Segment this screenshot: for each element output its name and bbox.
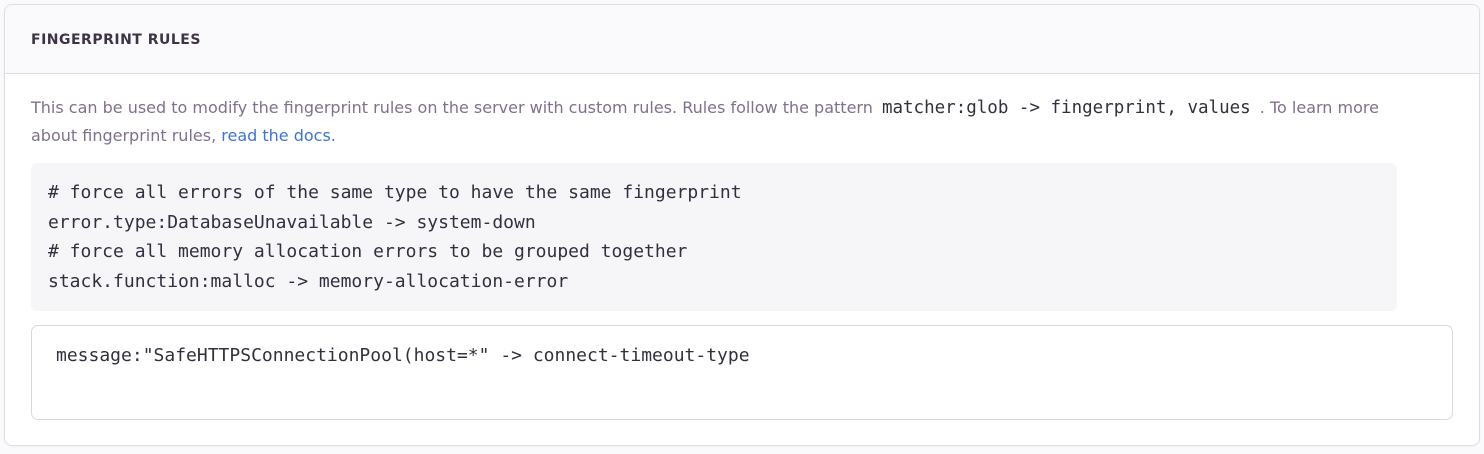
example-code-block: # force all errors of the same type to h… (31, 163, 1397, 311)
panel-title: FINGERPRINT RULES (31, 32, 201, 48)
description-text-after-code: . To learn more about fingerprint rules, (31, 98, 1379, 145)
pattern-inline-code: matcher:glob -> fingerprint, values (881, 98, 1251, 118)
panel-description: This can be used to modify the fingerpri… (31, 94, 1397, 150)
read-the-docs-link[interactable]: read the docs. (221, 126, 336, 145)
fingerprint-rules-input[interactable] (31, 325, 1453, 420)
fingerprint-rules-panel: FINGERPRINT RULES This can be used to mo… (4, 4, 1480, 446)
description-text-before-code: This can be used to modify the fingerpri… (31, 98, 873, 117)
panel-header: FINGERPRINT RULES (5, 5, 1479, 74)
panel-body: This can be used to modify the fingerpri… (5, 74, 1479, 446)
